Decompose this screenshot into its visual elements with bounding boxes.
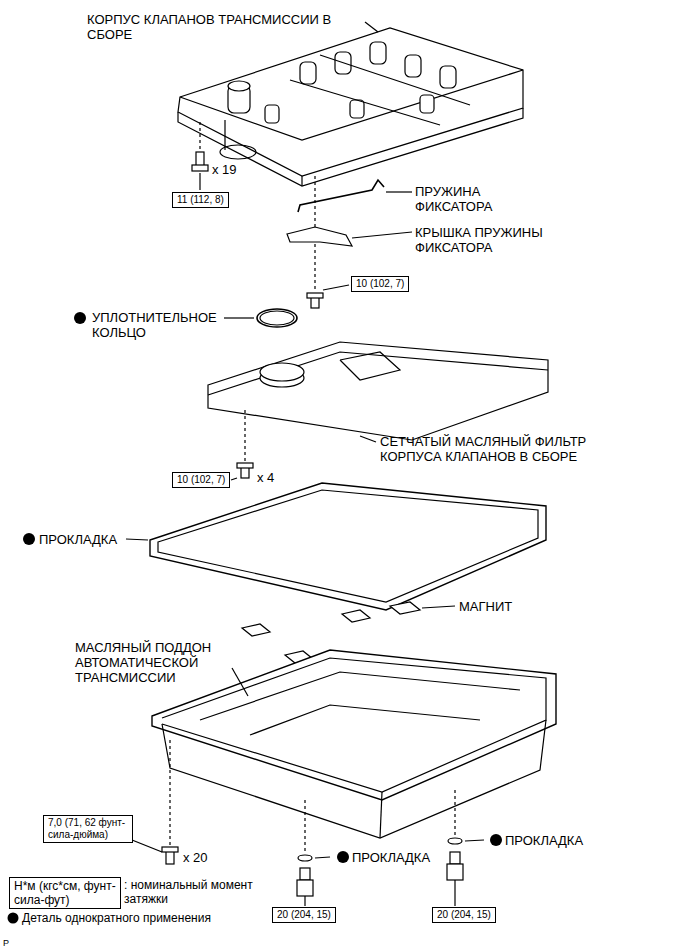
oil-pan [152, 650, 556, 838]
torque-value: 20 (204, 15) [437, 909, 491, 920]
part-label: P [3, 938, 9, 948]
torque-box: 20 (204, 15) [432, 907, 496, 923]
torque-value: Н*м (кгс*см, фунт-сила-фут) [14, 879, 116, 907]
torque-value: 11 (112, 8) [177, 194, 224, 205]
torque-value: 20 (204, 15) [277, 909, 331, 920]
torque-value: 10 (102, 7) [356, 278, 404, 289]
part-label: КРЫШКА ПРУЖИНЫ ФИКСАТОРА [415, 225, 585, 255]
oil-strainer [208, 342, 548, 442]
legend-dot [7, 912, 19, 924]
torque-value: 7,0 (71, 62 фунт-сила-дюйма) [48, 817, 125, 840]
part-label: x 4 [257, 470, 274, 485]
part-label: СЕТЧАТЫЙ МАСЛЯНЫЙ ФИЛЬТР КОРПУСА КЛАПАНО… [380, 434, 650, 464]
part-label: ПРОКЛАДКА [39, 532, 117, 547]
torque-box: 20 (204, 15) [272, 907, 336, 923]
part-label: ПРУЖИНА ФИКСАТОРА [415, 184, 525, 214]
legend-text: Деталь однократного применения [22, 911, 211, 926]
part-label: : номинальный момент затяжки [124, 878, 274, 906]
part-label: КОРПУС КЛАПАНОВ ТРАНСМИССИИ В СБОРЕ [87, 12, 377, 42]
part-label: МАСЛЯНЫЙ ПОДДОН АВТОМАТИЧЕСКОЙ ТРАНСМИСС… [75, 640, 225, 685]
torque-box: Н*м (кгс*см, фунт-сила-фут) [9, 877, 121, 909]
pan-gasket [126, 483, 546, 610]
torque-value: 10 (102, 7) [177, 474, 225, 485]
torque-box: 7,0 (71, 62 фунт-сила-дюйма) [43, 815, 133, 843]
torque-box: 10 (102, 7) [351, 276, 409, 292]
part-label: ПРОКЛАДКА [505, 833, 583, 848]
part-label: x 20 [183, 850, 208, 865]
torque-box: 11 (112, 8) [172, 192, 229, 208]
torque-box: 10 (102, 7) [172, 472, 230, 488]
once-use-dot [490, 834, 502, 846]
part-label: УПЛОТНИТЕЛЬНОЕ КОЛЬЦО [92, 310, 232, 340]
once-use-dot [23, 533, 35, 545]
part-label: x 19 [212, 162, 237, 177]
part-label: ПРОКЛАДКА [352, 850, 430, 865]
once-use-dot [337, 851, 349, 863]
part-label: МАГНИТ [459, 599, 512, 614]
valve-body [178, 22, 523, 186]
once-use-dot [74, 312, 86, 324]
